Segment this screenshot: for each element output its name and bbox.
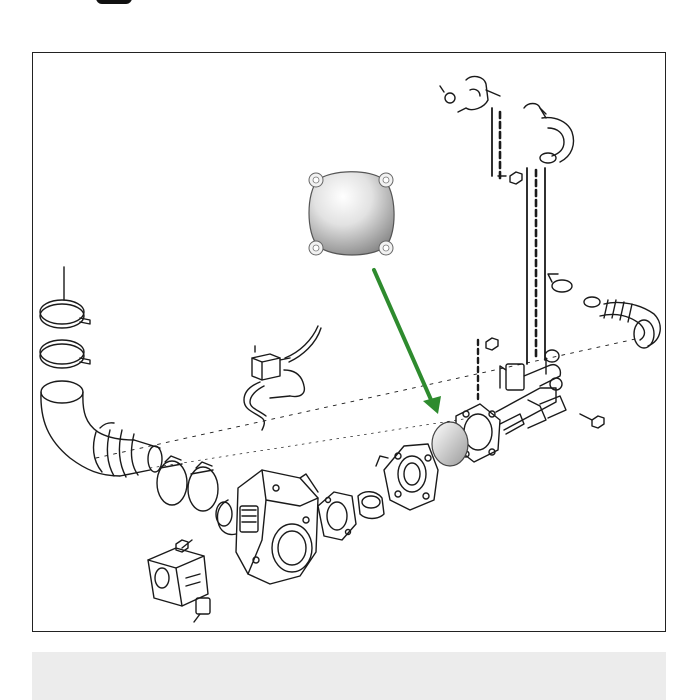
hose-clamp-3 (156, 455, 188, 506)
coolant-pipe (495, 349, 567, 435)
hose-route-lines (476, 107, 546, 402)
hose-clamp-2 (39, 339, 91, 369)
intake-hose (40, 380, 163, 478)
bottom-strip (32, 652, 666, 700)
lower-hose (523, 102, 575, 164)
upper-hose (439, 75, 501, 113)
hose-clamp-1 (39, 299, 91, 329)
alignment-line-2 (149, 417, 471, 469)
gasket-1 (317, 491, 357, 541)
wire-harness (243, 325, 322, 431)
arrow-down-right-icon (372, 268, 441, 414)
hose-clamp-4 (187, 461, 219, 512)
blanking-plate-small (431, 421, 469, 467)
throttle-body (215, 469, 319, 585)
egr-valve (375, 443, 439, 511)
alignment-line (95, 337, 641, 459)
coupling (357, 491, 385, 520)
bolt-middle (485, 337, 499, 351)
right-hose-clamp (547, 273, 601, 308)
actuator (147, 547, 211, 623)
bolt-top (497, 171, 523, 185)
diagram-frame (32, 52, 666, 632)
cropped-heading-fragment (96, 0, 132, 4)
blanking-plate (308, 171, 395, 256)
right-corrugated-hose (599, 299, 661, 349)
bolt-actuator (175, 539, 193, 553)
bolt-right (579, 413, 605, 429)
sensor-connector (251, 345, 291, 381)
